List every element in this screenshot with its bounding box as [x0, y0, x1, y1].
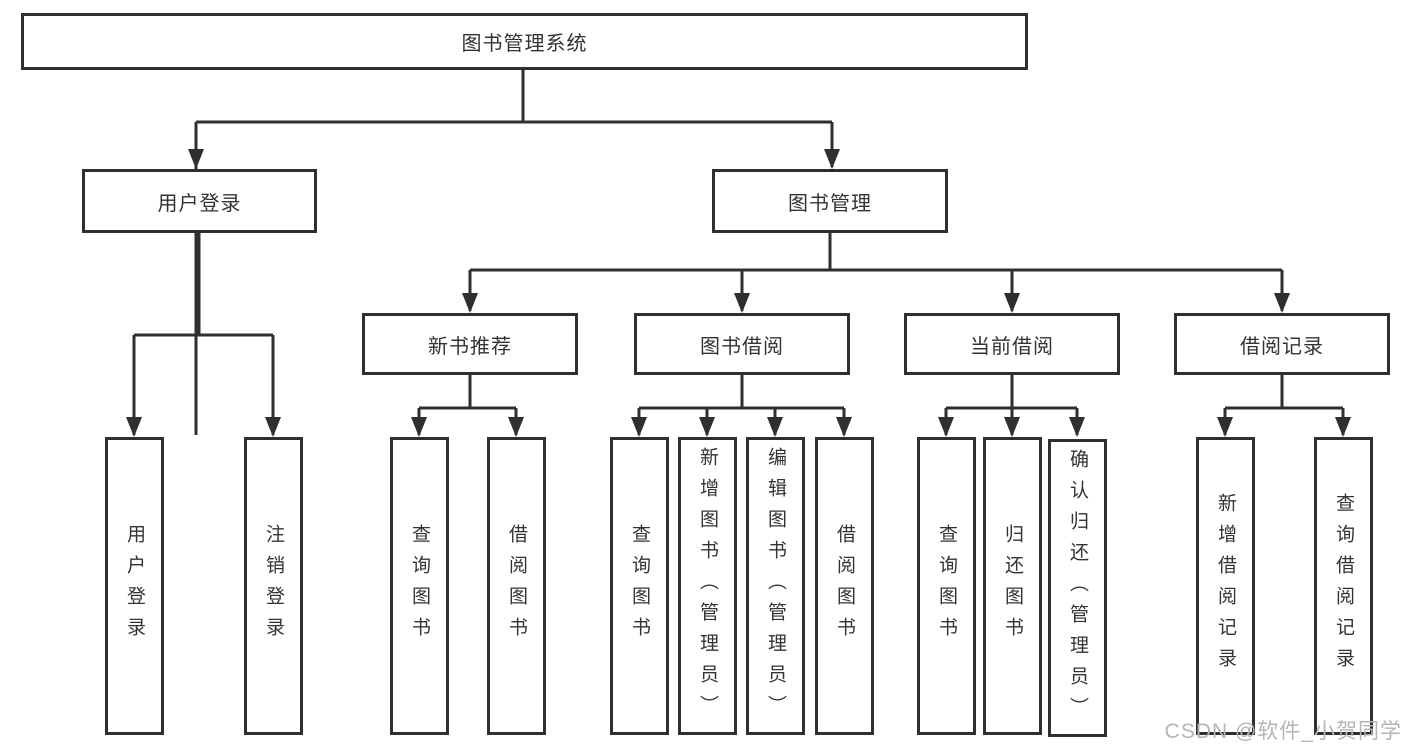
connector-record-to-leaves	[1223, 375, 1345, 435]
node-root-system-label: 图书管理系统	[461, 33, 588, 55]
arrowhead	[1069, 417, 1085, 437]
connector-borrow-to-leaves	[637, 375, 846, 435]
node-book-management-label: 图书管理	[788, 192, 872, 215]
arrowhead	[734, 293, 750, 313]
leaf-add-borrow-record-label: 新增借阅记录	[1215, 493, 1236, 679]
arrowhead	[1004, 417, 1020, 437]
leaf-query-borrow-record-label: 查询借阅记录	[1333, 493, 1354, 679]
arrowhead	[265, 417, 281, 437]
leaf-add-book-admin: 新增图书（管理员）	[678, 437, 737, 735]
leaf-user-login-label: 用户登录	[124, 524, 145, 648]
node-root-system: 图书管理系统	[21, 13, 1028, 70]
leaf-query-book-current-label: 查询图书	[936, 524, 957, 648]
leaf-borrow-book-recommend: 借阅图书	[487, 437, 546, 735]
leaf-return-book-label: 归还图书	[1002, 524, 1023, 648]
leaf-borrow-book: 借阅图书	[815, 437, 874, 735]
arrowhead	[699, 417, 715, 437]
arrowhead	[1335, 417, 1351, 437]
leaf-query-book-current: 查询图书	[917, 437, 976, 735]
node-borrow-record-label: 借阅记录	[1240, 335, 1324, 358]
arrowhead	[767, 417, 783, 437]
leaf-query-book-recommend: 查询图书	[390, 437, 449, 735]
leaf-return-book: 归还图书	[983, 437, 1042, 735]
node-current-borrow: 当前借阅	[904, 313, 1120, 375]
leaf-edit-book-admin-label: 编辑图书（管理员）	[765, 446, 786, 726]
node-borrow-record: 借阅记录	[1174, 313, 1390, 375]
arrowhead	[462, 293, 478, 313]
leaf-query-book-borrow-label: 查询图书	[629, 524, 650, 648]
arrowhead	[836, 417, 852, 437]
node-book-borrow-label: 图书借阅	[700, 335, 784, 358]
watermark: CSDN @软件_小贺同学	[1164, 720, 1402, 743]
leaf-logout-label: 注销登录	[263, 524, 284, 648]
node-new-book-recommend-label: 新书推荐	[428, 335, 512, 358]
arrowhead	[1004, 293, 1020, 313]
node-new-book-recommend: 新书推荐	[362, 313, 578, 375]
leaf-confirm-return-admin: 确认归还（管理员）	[1048, 439, 1107, 737]
arrowhead	[126, 417, 142, 437]
arrowhead	[938, 417, 954, 437]
arrowhead	[411, 417, 427, 437]
connector-login-to-leaves	[132, 233, 275, 435]
arrowhead	[1274, 293, 1290, 313]
leaf-query-book-recommend-label: 查询图书	[409, 524, 430, 648]
arrowhead	[824, 149, 840, 169]
leaf-borrow-book-label: 借阅图书	[834, 524, 855, 648]
leaf-user-login: 用户登录	[105, 437, 164, 735]
leaf-add-book-admin-label: 新增图书（管理员）	[697, 446, 718, 726]
node-book-management: 图书管理	[712, 169, 948, 233]
leaf-edit-book-admin: 编辑图书（管理员）	[746, 437, 805, 735]
connector-management-to-level3	[468, 233, 1284, 311]
node-current-borrow-label: 当前借阅	[970, 335, 1054, 358]
arrowhead	[631, 417, 647, 437]
leaf-query-borrow-record: 查询借阅记录	[1314, 437, 1373, 735]
arrowhead	[1217, 417, 1233, 437]
arrowhead	[188, 149, 204, 169]
leaf-add-borrow-record: 新增借阅记录	[1196, 437, 1255, 735]
leaf-borrow-book-recommend-label: 借阅图书	[506, 524, 527, 648]
connector-newbook-to-leaves	[417, 375, 518, 435]
node-book-borrow: 图书借阅	[634, 313, 850, 375]
node-user-login: 用户登录	[82, 169, 317, 233]
leaf-query-book-borrow: 查询图书	[610, 437, 669, 735]
node-user-login-label: 用户登录	[157, 192, 242, 215]
leaf-logout: 注销登录	[244, 437, 303, 735]
connector-root-to-level2	[194, 69, 834, 435]
leaf-confirm-return-admin-label: 确认归还（管理员）	[1067, 448, 1088, 728]
arrowhead	[508, 417, 524, 437]
